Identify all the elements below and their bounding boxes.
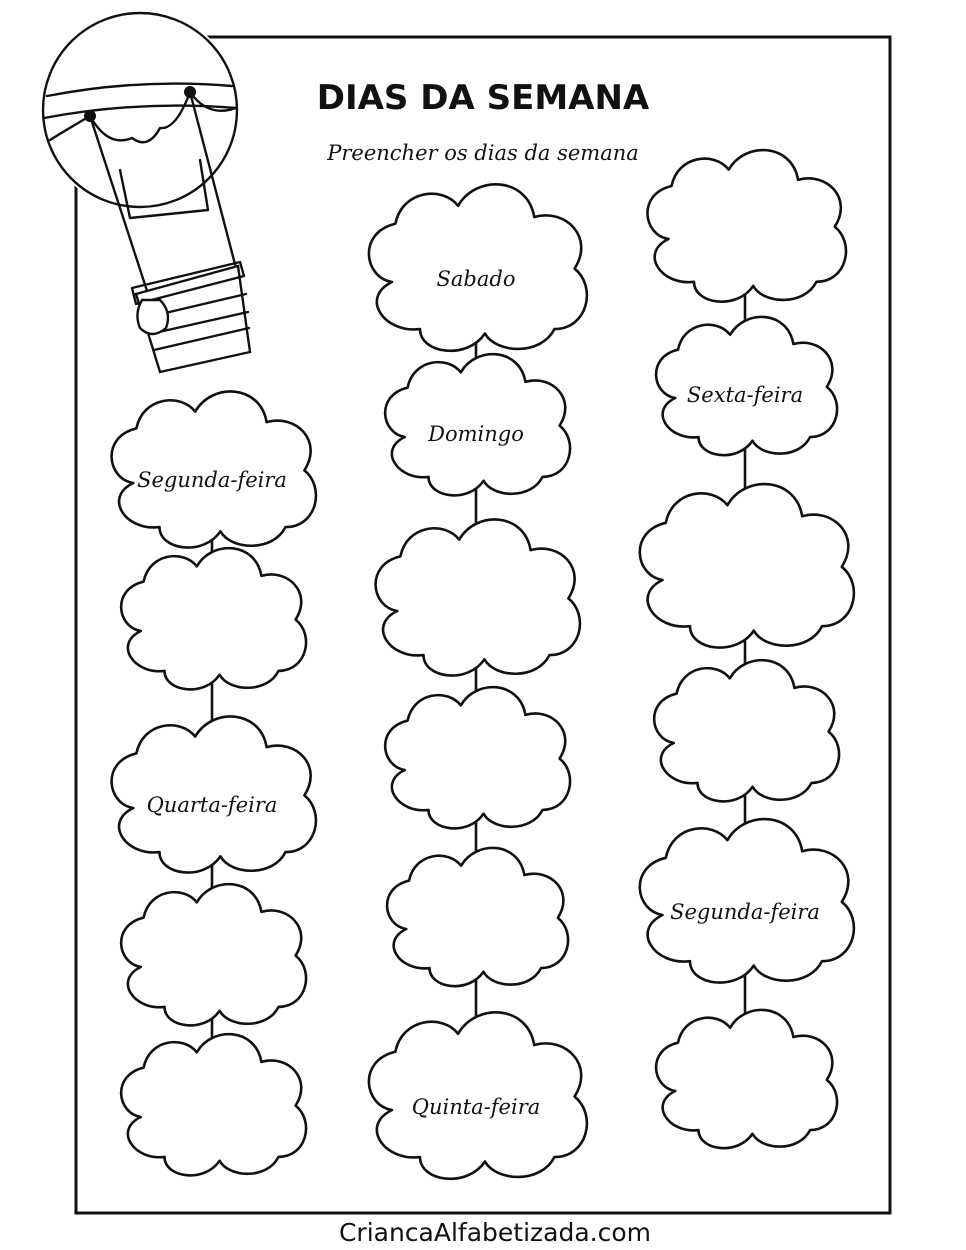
cloud-box: Quarta-feira [112,716,316,872]
cloud-shape [369,1012,587,1179]
cloud-box [654,660,839,801]
cloud-shape [656,317,837,455]
cloud-shape [376,519,580,675]
cloud-box [640,484,854,648]
cloud-day-label: Segunda-feira [137,468,287,492]
cloud-shape [640,484,854,648]
cloud-shape [387,848,568,986]
cloud-day-label: Sabado [437,267,516,291]
worksheet-title: DIAS DA SEMANA [317,78,650,118]
cloud-box: Domingo [385,354,570,495]
worksheet-border [74,35,892,1215]
cloud-day-label: Segunda-feira [670,900,820,924]
cloud-box [387,848,568,986]
footer-website: CriancaAlfabetizada.com [339,1218,651,1247]
cloud-box: Quinta-feira [369,1012,587,1179]
cloud-box: Sexta-feira [656,317,837,455]
cloud-day-label: Quinta-feira [412,1095,541,1119]
cloud-box [121,884,306,1025]
cloud-box [121,548,306,689]
cloud-shape [121,1034,306,1175]
cloud-shape [640,819,854,983]
cloud-box [385,687,570,828]
cloud-shape [656,1010,837,1148]
cloud-shape [369,184,587,351]
worksheet-instruction: Preencher os dias da semana [326,141,639,165]
hot-air-balloon-icon [40,10,252,374]
cloud-box [656,1010,837,1148]
cloud-chain-area: Segunda-feiraQuarta-feiraSabadoDomingoQu… [112,150,854,1179]
cloud-day-label: Sexta-feira [687,383,803,407]
cloud-shape [121,548,306,689]
cloud-box: Segunda-feira [112,391,316,547]
cloud-shape [385,354,570,495]
cloud-shape [112,391,316,547]
cloud-day-label: Domingo [427,422,524,446]
cloud-box [121,1034,306,1175]
cloud-shape [654,660,839,801]
cloud-box: Segunda-feira [640,819,854,983]
cloud-shape [385,687,570,828]
cloud-shape [121,884,306,1025]
cloud-box: Sabado [369,184,587,351]
cloud-day-label: Quarta-feira [147,793,278,817]
cloud-box [376,519,580,675]
cloud-shape [112,716,316,872]
cloud-shape [647,150,846,302]
cloud-box [647,150,846,302]
